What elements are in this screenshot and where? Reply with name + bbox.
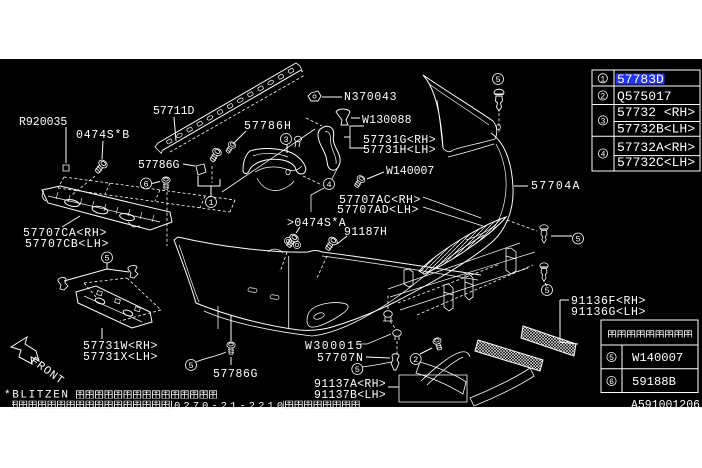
svg-text:2: 2: [413, 355, 418, 365]
svg-text:0474S*B: 0474S*B: [76, 129, 130, 142]
svg-text:W140007: W140007: [632, 351, 683, 365]
svg-text:57711D: 57711D: [153, 105, 195, 118]
svg-text:>0474S*A: >0474S*A: [287, 217, 346, 230]
svg-text:5: 5: [495, 75, 500, 85]
svg-text:57707CB<LH>: 57707CB<LH>: [25, 238, 109, 251]
svg-text:W140007: W140007: [386, 165, 434, 178]
svg-text:1: 1: [600, 75, 605, 84]
svg-text:0270-21-2210: 0270-21-2210: [174, 401, 286, 413]
svg-text:57786G: 57786G: [138, 159, 180, 172]
svg-text:W130088: W130088: [362, 114, 412, 127]
svg-text:57707N: 57707N: [317, 352, 364, 365]
svg-text:57707AD<LH>: 57707AD<LH>: [337, 204, 419, 217]
svg-text:57704A: 57704A: [531, 180, 581, 193]
svg-text:Q575017: Q575017: [617, 89, 672, 104]
svg-text:91136G<LH>: 91136G<LH>: [571, 306, 646, 319]
svg-text:57731G<RH>: 57731G<RH>: [363, 134, 436, 147]
svg-text:57707AC<RH>: 57707AC<RH>: [339, 194, 421, 207]
svg-text:57707CA<RH>: 57707CA<RH>: [23, 227, 107, 240]
svg-text:57786G: 57786G: [213, 368, 258, 381]
svg-text:59188B: 59188B: [632, 375, 676, 389]
svg-text:5: 5: [544, 286, 549, 296]
svg-text:6: 6: [143, 180, 148, 190]
svg-text:91137A<RH>: 91137A<RH>: [314, 378, 386, 391]
svg-text:57731W<RH>: 57731W<RH>: [83, 340, 158, 353]
svg-text:57732A<RH>: 57732A<RH>: [617, 140, 695, 155]
svg-text:4: 4: [601, 151, 606, 160]
svg-text:57732C<LH>: 57732C<LH>: [617, 155, 695, 170]
svg-text:*BLITZEN: *BLITZEN: [4, 390, 70, 402]
svg-text:91137B<LH>: 91137B<LH>: [314, 389, 386, 402]
svg-text:3: 3: [601, 117, 606, 126]
svg-text:5: 5: [188, 361, 193, 371]
svg-text:91187H: 91187H: [344, 226, 387, 239]
svg-text:3: 3: [283, 135, 288, 145]
svg-text:1: 1: [208, 198, 213, 208]
svg-text:57731H<LH>: 57731H<LH>: [363, 144, 436, 157]
svg-text:57732 <RH>: 57732 <RH>: [617, 105, 695, 120]
svg-text:57732B<LH>: 57732B<LH>: [617, 122, 695, 137]
svg-text:57783D: 57783D: [617, 72, 664, 87]
svg-text:5: 5: [355, 365, 360, 375]
svg-text:W300015: W300015: [305, 340, 364, 353]
svg-text:5: 5: [575, 235, 580, 245]
svg-text:6: 6: [609, 378, 614, 387]
svg-text:2: 2: [600, 93, 605, 102]
svg-text:5: 5: [609, 354, 614, 363]
svg-text:57731X<LH>: 57731X<LH>: [83, 351, 158, 364]
svg-text:A591001206: A591001206: [631, 399, 700, 412]
svg-text:4: 4: [326, 180, 331, 190]
svg-text:57786H: 57786H: [244, 120, 292, 133]
svg-text:91136F<RH>: 91136F<RH>: [571, 295, 646, 308]
svg-text:5: 5: [104, 254, 109, 264]
svg-text:R920035: R920035: [19, 116, 67, 129]
svg-text:N370043: N370043: [344, 91, 397, 104]
